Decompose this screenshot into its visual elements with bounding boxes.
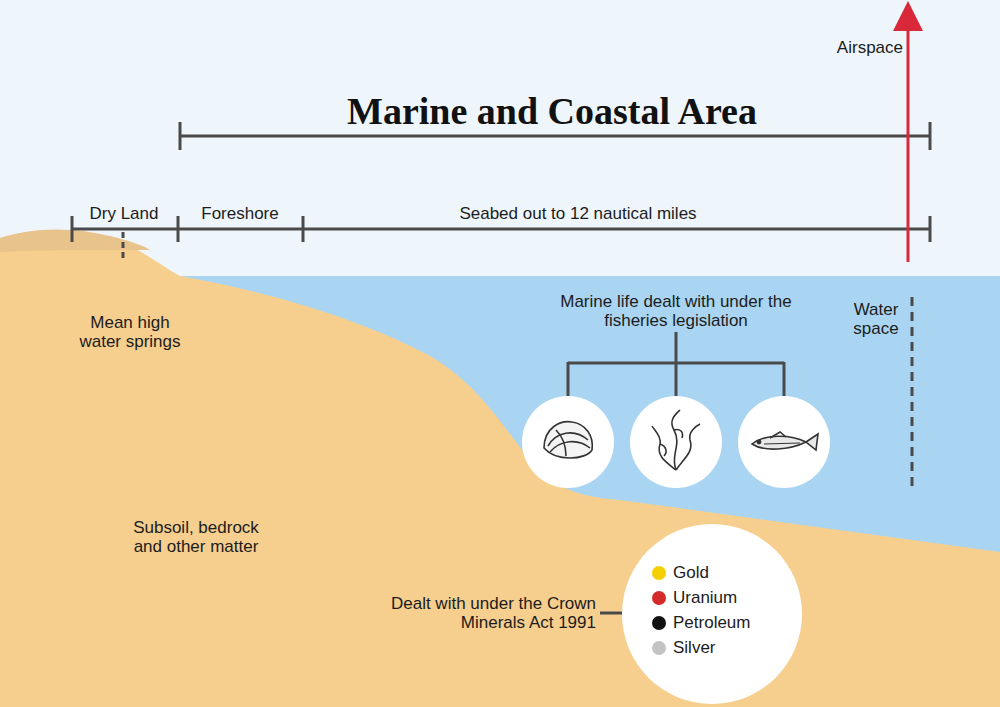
legend-swatch bbox=[652, 641, 666, 655]
zone-label: Foreshore bbox=[201, 204, 278, 223]
legend-text: Silver bbox=[673, 638, 716, 658]
legend-swatch bbox=[652, 566, 666, 580]
fish-circle bbox=[738, 396, 830, 488]
tree-lines bbox=[568, 332, 784, 398]
shell-circle bbox=[522, 396, 614, 488]
diagram-title: Marine and Coastal Area bbox=[341, 90, 763, 132]
legend-text: Uranium bbox=[673, 588, 737, 608]
boundary-label: Mean high water springs bbox=[71, 313, 189, 351]
legend-item: Gold bbox=[652, 563, 709, 583]
zone-label: Seabed out to 12 nautical miles bbox=[459, 204, 696, 223]
water-space-line bbox=[911, 297, 914, 488]
seaweed-icon bbox=[652, 410, 700, 470]
legend-item: Silver bbox=[652, 638, 716, 658]
legend-text: Petroleum bbox=[673, 613, 750, 633]
dune bbox=[0, 229, 150, 252]
zone-label: Water space bbox=[845, 300, 907, 338]
fish-icon bbox=[752, 432, 818, 450]
legend-swatch bbox=[652, 616, 666, 630]
airspace-arrow bbox=[907, 16, 910, 262]
shell-icon bbox=[544, 422, 592, 458]
legend-item: Petroleum bbox=[652, 613, 750, 633]
callout-label: Dealt with under the Crown Minerals Act … bbox=[364, 594, 596, 632]
land bbox=[0, 230, 1000, 707]
group-label: Marine life dealt with under the fisheri… bbox=[556, 292, 796, 330]
zone-label: Subsoil, bedrock and other matter bbox=[119, 518, 274, 556]
legend-item: Uranium bbox=[652, 588, 737, 608]
minerals-circle bbox=[622, 524, 802, 704]
legend-swatch bbox=[652, 591, 666, 605]
leader-line bbox=[600, 612, 622, 615]
zone-label: Dry Land bbox=[90, 204, 159, 223]
airspace-label: Airspace bbox=[837, 38, 903, 57]
legend-text: Gold bbox=[673, 563, 709, 583]
seaweed-circle bbox=[630, 396, 722, 488]
